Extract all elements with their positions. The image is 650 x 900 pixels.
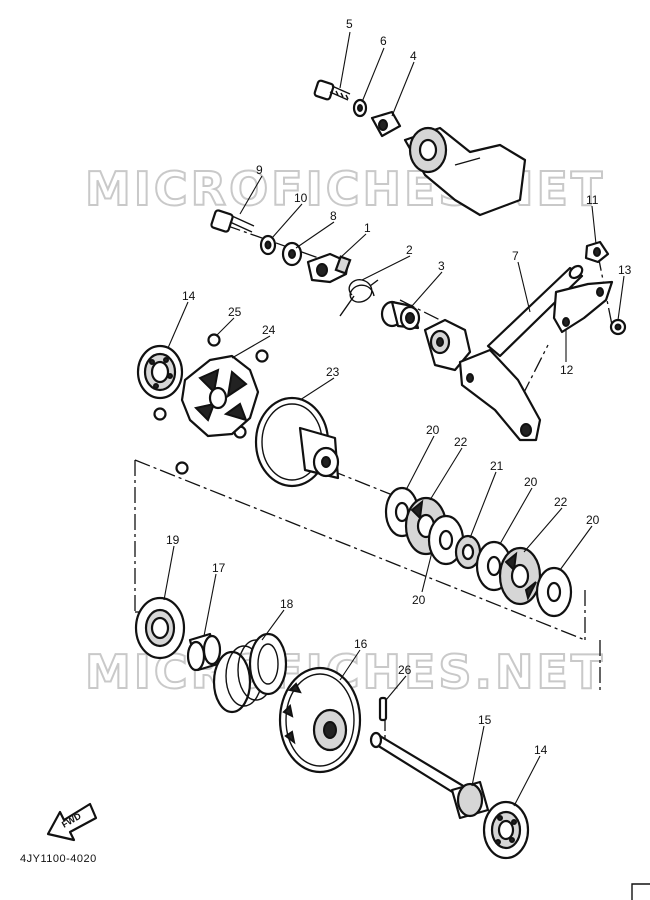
callout-12: 12: [560, 363, 574, 377]
part-20-washer-d: [535, 566, 573, 618]
callout-20-b: 20: [524, 475, 538, 489]
part-26-pin: [378, 696, 388, 722]
part-23-gear: [254, 396, 340, 488]
callout-14-right: 14: [534, 743, 548, 757]
part-19-seal: [134, 596, 186, 660]
page-corner-mark: [631, 883, 650, 900]
callout-17: 17: [212, 561, 226, 575]
callout-14-left: 14: [182, 289, 196, 303]
callout-1: 1: [364, 221, 371, 235]
callout-21: 21: [490, 459, 504, 473]
part-18-spring: [212, 632, 288, 714]
part-1-lever: [306, 252, 352, 284]
part-13-nut: [609, 318, 627, 336]
leader-lines: [163, 31, 625, 807]
callout-10: 10: [294, 191, 308, 205]
part-16-gear: [278, 666, 362, 774]
callout-26: 26: [398, 663, 412, 677]
part-8-washer: [281, 241, 303, 267]
part-21-collar: [454, 534, 482, 570]
part-housing-boss: [403, 126, 527, 217]
callout-20-a: 20: [426, 423, 440, 437]
callout-22-a: 22: [454, 435, 468, 449]
callout-9: 9: [256, 163, 263, 177]
part-3-collar: [380, 300, 421, 331]
part-11-nut: [584, 240, 610, 264]
part-7-shaft-arm: [423, 264, 584, 442]
part-17-collar: [186, 632, 222, 672]
part-2-spring: [339, 279, 379, 317]
callout-24: 24: [262, 323, 276, 337]
callout-22-b: 22: [554, 495, 568, 509]
callout-18: 18: [280, 597, 294, 611]
callout-20-c: 20: [586, 513, 600, 527]
watermark-top: MICROFICHES.NET: [85, 162, 605, 216]
callout-labels: 5 6 4 9 10 8 1 2 3 7 11 13 12 14 25 24 2…: [166, 17, 632, 757]
part-24-ramp-plate: [180, 354, 260, 438]
callout-25: 25: [228, 305, 242, 319]
callout-13: 13: [618, 263, 632, 277]
part-9-bolt: [210, 209, 255, 233]
callout-4: 4: [410, 49, 417, 63]
callout-3: 3: [438, 259, 445, 273]
callout-16: 16: [354, 637, 368, 651]
diagram-code: 4JY1100-4020: [20, 853, 97, 865]
part-14-bearing-right: [482, 800, 530, 860]
callout-15: 15: [478, 713, 492, 727]
part-12-plate: [552, 280, 614, 334]
callout-11: 11: [586, 193, 599, 207]
part-22-clutch-plate-b: [498, 546, 542, 606]
part-4-collar: [370, 110, 402, 138]
callout-19: 19: [166, 533, 180, 547]
fwd-arrow-icon: FWD: [46, 802, 98, 842]
callout-23: 23: [326, 365, 340, 379]
part-6-washer: [352, 98, 368, 118]
part-14-bearing-left: [136, 344, 184, 400]
part-15-shaft: [369, 731, 490, 820]
callout-8: 8: [330, 209, 337, 223]
callout-7: 7: [512, 249, 519, 263]
callout-6: 6: [380, 34, 387, 48]
callout-2: 2: [406, 243, 413, 257]
part-10-washer: [259, 234, 277, 256]
part-5-bolt: [313, 79, 351, 101]
callout-20-d: 20: [412, 593, 426, 607]
callout-5: 5: [346, 17, 353, 31]
